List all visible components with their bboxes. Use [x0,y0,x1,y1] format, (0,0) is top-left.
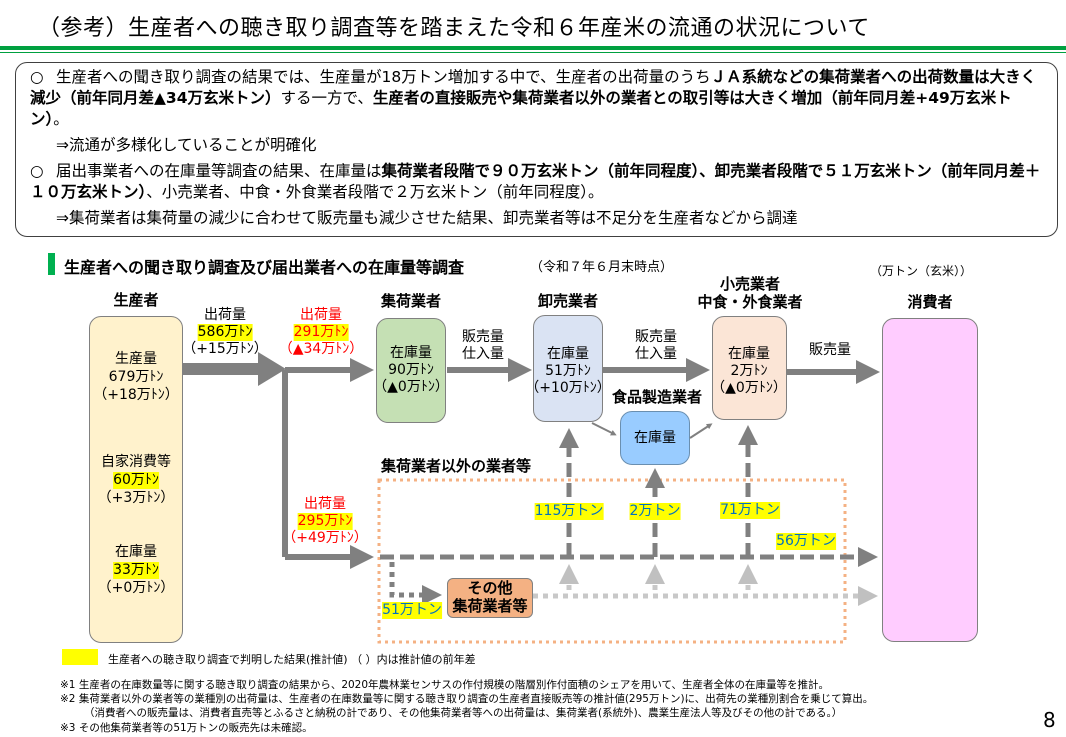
wholesalers-box [533,315,603,422]
retailers-stock-label: 在庫量 [728,346,770,362]
retailers-stock-value: 2万ﾄﾝ [730,363,768,379]
bullet: ○ [30,68,44,86]
footnote-2: ※2 集荷業者以外の業者等の業種別の出荷量は、生産者の在庫数量等に関する聴き取り… [60,693,874,705]
flow3-sales: 販売量 [809,342,851,358]
retailers-box [712,316,787,420]
collector-shipment-value: 291万ﾄﾝ [293,324,349,341]
other-collectors-label-2: 集荷業者等 [452,597,528,615]
other-collectors-box [447,578,533,618]
retailers-label: 小売業者 [719,275,781,293]
self-consumption-value: 60万ﾄﾝ [113,472,159,489]
producer-shipment-arrow [183,352,286,386]
consumers-box [882,318,978,642]
wholesalers-label: 卸売業者 [537,292,599,310]
collectors-stock-label: 在庫量 [390,345,432,361]
wholesalers-to-food-arrow [591,422,617,436]
non-collectors-area [377,478,847,644]
section-date: （令和７年６月末時点） [530,260,674,275]
footnote-3: ※3 その他集荷業者等の51万トンの販売先は未確認。 [60,722,313,734]
bullet: ○ [30,162,44,180]
to-consumers-value: 56万トン [776,533,836,550]
legend-swatch [62,649,98,665]
page-title: （参考）生産者への聴き取り調査等を踏まえた令和６年産米の流通の状況について [38,16,870,41]
summary-point-2: ○ 届出事業者への在庫量等調査の結果、在庫量は集荷業者段階で９０万玄米トン（前年同… [30,161,1043,203]
other-shipment-diff: （+49万ﾄﾝ） [282,530,368,546]
summary-conclusion-2: ⇒集荷業者は集荷量の減少に合わせて販売量も減少させた結果、卸売業者等は不足分を生… [56,209,798,227]
producer-label: 生産者 [113,291,159,309]
other-shipment-label: 出荷量 [304,496,346,512]
to-other-collectors-value: 51万トン [382,602,442,619]
collectors-box [376,318,446,423]
collector-shipment-label: 出荷量 [300,307,342,323]
text-bold: 集荷業者段階で９０万玄米トン（前年同程度）、卸売業者段階で５１万玄米トン（前年同… [30,162,1041,201]
consumers-label: 消費者 [907,293,953,311]
total-shipment-value: 586万ﾄﾝ [197,324,253,341]
flow1-sales: 販売量 [462,329,504,345]
collectors-label: 集荷業者 [380,292,442,310]
to-retailers-value: 71万トン [720,502,780,519]
page-number: 8 [1043,708,1056,732]
flow2-sales: 販売量 [635,329,677,345]
retailers-stock-diff: （▲0万ﾄﾝ） [711,380,787,396]
text: 。 [53,110,69,128]
text: 届出事業者への在庫量等調査の結果、在庫量は [56,162,382,180]
collectors-stock-value: 90万ﾄﾝ [388,362,434,378]
food-manufacturer-stock-label: 在庫量 [634,430,676,446]
other-collectors-label-1: その他 [467,579,513,597]
legend-text: 生産者への聴き取り調査で判明した結果(推計値) （ ）内は推計値の前年差 [108,653,476,666]
title-underline [0,46,1066,50]
footnote-1: ※1 生産者の在庫数量等に関する聴き取り調査の結果から、2020年農林業センサス… [60,679,829,691]
producer-stock-label: 在庫量 [115,544,157,560]
wholesalers-stock-diff: （+10万ﾄﾝ） [525,380,611,396]
production-diff: （+18万ﾄﾝ） [93,387,179,403]
total-shipment-label: 出荷量 [204,307,246,323]
food-manufacturer-box [620,411,690,465]
production-label: 生産量 [115,351,157,367]
food-to-retailers-arrow [689,423,713,439]
wholesalers-stock-label: 在庫量 [547,346,589,362]
other-shipment-value: 295万ﾄﾝ [297,513,353,530]
self-consumption-diff: （+3万ﾄﾝ） [97,490,175,506]
flow1-purchase: 仕入量 [462,346,504,362]
producer-stock-value: 33万ﾄﾝ [113,562,159,579]
section-marker [48,253,55,275]
food-service-label: 中食・外食業者 [697,293,803,311]
non-collectors-label: 集荷業者以外の業者等 [380,457,532,475]
text-bold: 生産者の直接販売や集荷業者以外の業者との取引等は大きく増加（前年同月差+49万玄… [30,89,1012,128]
title-underline-thin [0,52,1066,53]
section-heading: 生産者への聞き取り調査及び届出業者への在庫量等調査 [64,258,465,277]
text: 、小売業者、中食・外食業者段階で２万玄米トン（前年同程度）。 [146,183,604,201]
summary-conclusion-1: ⇒流通が多様化していることが明確化 [56,136,317,154]
collectors-stock-diff: （▲0万ﾄﾝ） [373,379,449,395]
to-food-value: 2万トン [629,503,681,520]
food-manufacturer-label: 食品製造業者 [611,388,703,406]
to-wholesalers-value: 115万トン [534,503,604,520]
self-consumption-label: 自家消費等 [101,454,171,470]
to-other-collectors-arrow [389,562,442,605]
footnote-2-note: （消費者への販売量は、消費者直売等とふるさと納税の計であり、その他集荷業者等への… [84,707,843,719]
text-bold: ＪＡ系統などの集荷業者への出荷数量は大きく減少（前年同月差▲34万玄米トン） [30,68,1037,107]
total-shipment-diff: （+15万ﾄﾝ） [182,341,268,357]
flow2-purchase: 仕入量 [635,346,677,362]
production-value: 679万ﾄﾝ [108,369,164,385]
unit-label: （万トン（玄米）） [870,264,973,278]
wholesalers-stock-value: 51万ﾄﾝ [545,363,591,379]
collector-shipment-diff: （▲34万ﾄﾝ） [278,341,364,357]
text: する一方で、 [280,89,373,107]
summary-box: ○ 生産者への聞き取り調査の結果では、生産量が18万トン増加する中で、生産者の出荷… [15,62,1058,237]
producer-stock-diff: （+0万ﾄﾝ） [97,580,175,596]
summary-point-1: ○ 生産者への聞き取り調査の結果では、生産量が18万トン増加する中で、生産者の出荷… [30,67,1043,130]
text: 生産者への聞き取り調査の結果では、生産量が18万トン増加する中で、生産者の出荷量… [56,68,711,86]
